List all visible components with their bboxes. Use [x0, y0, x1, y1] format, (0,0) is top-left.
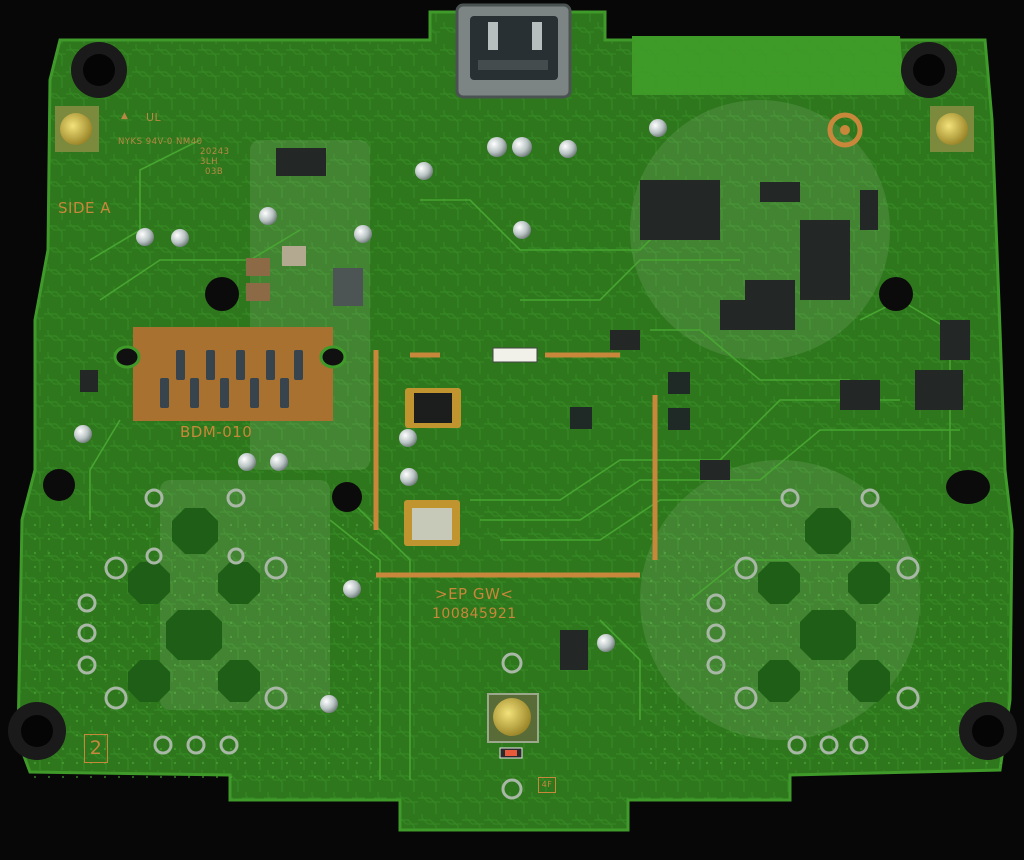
silk-part-number: 100845921 [432, 606, 517, 622]
silver-vias [74, 119, 667, 713]
silk-small-badge: 4F [538, 777, 556, 793]
fab-line-4: 03B [205, 167, 224, 177]
board-holes [43, 277, 990, 512]
silk-fab-marking: NYKS 94V-0 NM40 20243 3LH 03B [118, 137, 230, 177]
warning-icon: ▲ [121, 111, 129, 121]
silk-ep-label: >EP GW< [435, 585, 514, 603]
center-components [246, 246, 690, 546]
silk-side-label: SIDE A [58, 199, 112, 217]
fab-line-1: NYKS 94V-0 NM40 [118, 137, 203, 147]
mounting-holes [8, 42, 1017, 760]
ul-mark-icon: UL [146, 111, 162, 124]
dpad-pads [128, 508, 890, 702]
silk-frame [373, 350, 658, 578]
usb-c-connector [455, 3, 572, 99]
bdm-connector [113, 327, 347, 421]
test-pad-ring [827, 112, 863, 148]
smd-components [80, 148, 970, 670]
tactile-buttons [55, 106, 974, 743]
silk-side-number: 2 [84, 734, 108, 763]
silk-connector-label: BDM-010 [180, 423, 253, 441]
fab-line-2: 20243 [200, 147, 230, 157]
plated-holes [77, 488, 920, 800]
fab-line-3: 3LH [200, 157, 219, 167]
